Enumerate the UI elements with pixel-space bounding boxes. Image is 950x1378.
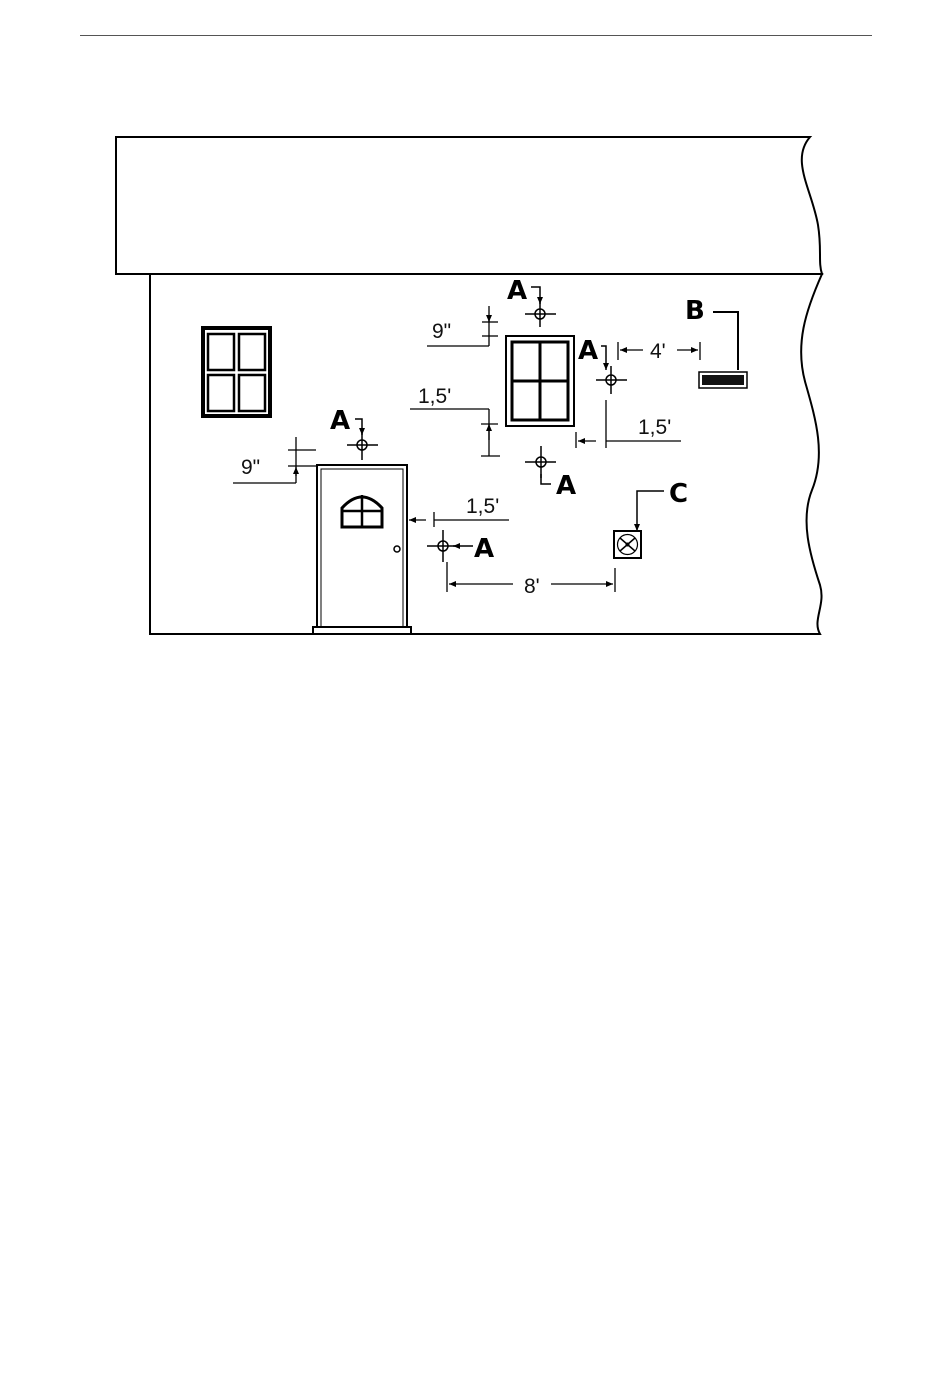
dim-window-to-b: 4' — [650, 340, 666, 363]
callout-a-window-bottom: A — [556, 471, 576, 501]
dim-window-side: 1,5' — [638, 416, 671, 439]
door — [313, 465, 411, 634]
door-knob — [394, 546, 400, 552]
vent-b — [699, 372, 747, 388]
callout-c: C — [669, 479, 688, 509]
callout-a-window-right: A — [578, 336, 598, 366]
callout-a-window-top: A — [507, 276, 527, 306]
left-window — [203, 328, 270, 416]
dim-window-above: 9" — [432, 320, 451, 343]
fan-vent-c — [614, 531, 641, 558]
center-window — [506, 336, 574, 426]
callout-b: B — [685, 296, 705, 326]
venting-clearance-diagram: 9" 1,5' 4' 1,5' 9" 1,5' 8' A A A A A B C — [0, 0, 950, 680]
dim-door-side: 1,5' — [466, 495, 499, 518]
dim-window-below: 1,5' — [418, 385, 451, 408]
dim-door-above: 9" — [241, 456, 260, 479]
dim-door-to-c: 8' — [524, 575, 540, 598]
callout-a-door-top: A — [330, 406, 350, 436]
roof-eave — [116, 137, 822, 274]
callout-a-door-right: A — [474, 534, 494, 564]
